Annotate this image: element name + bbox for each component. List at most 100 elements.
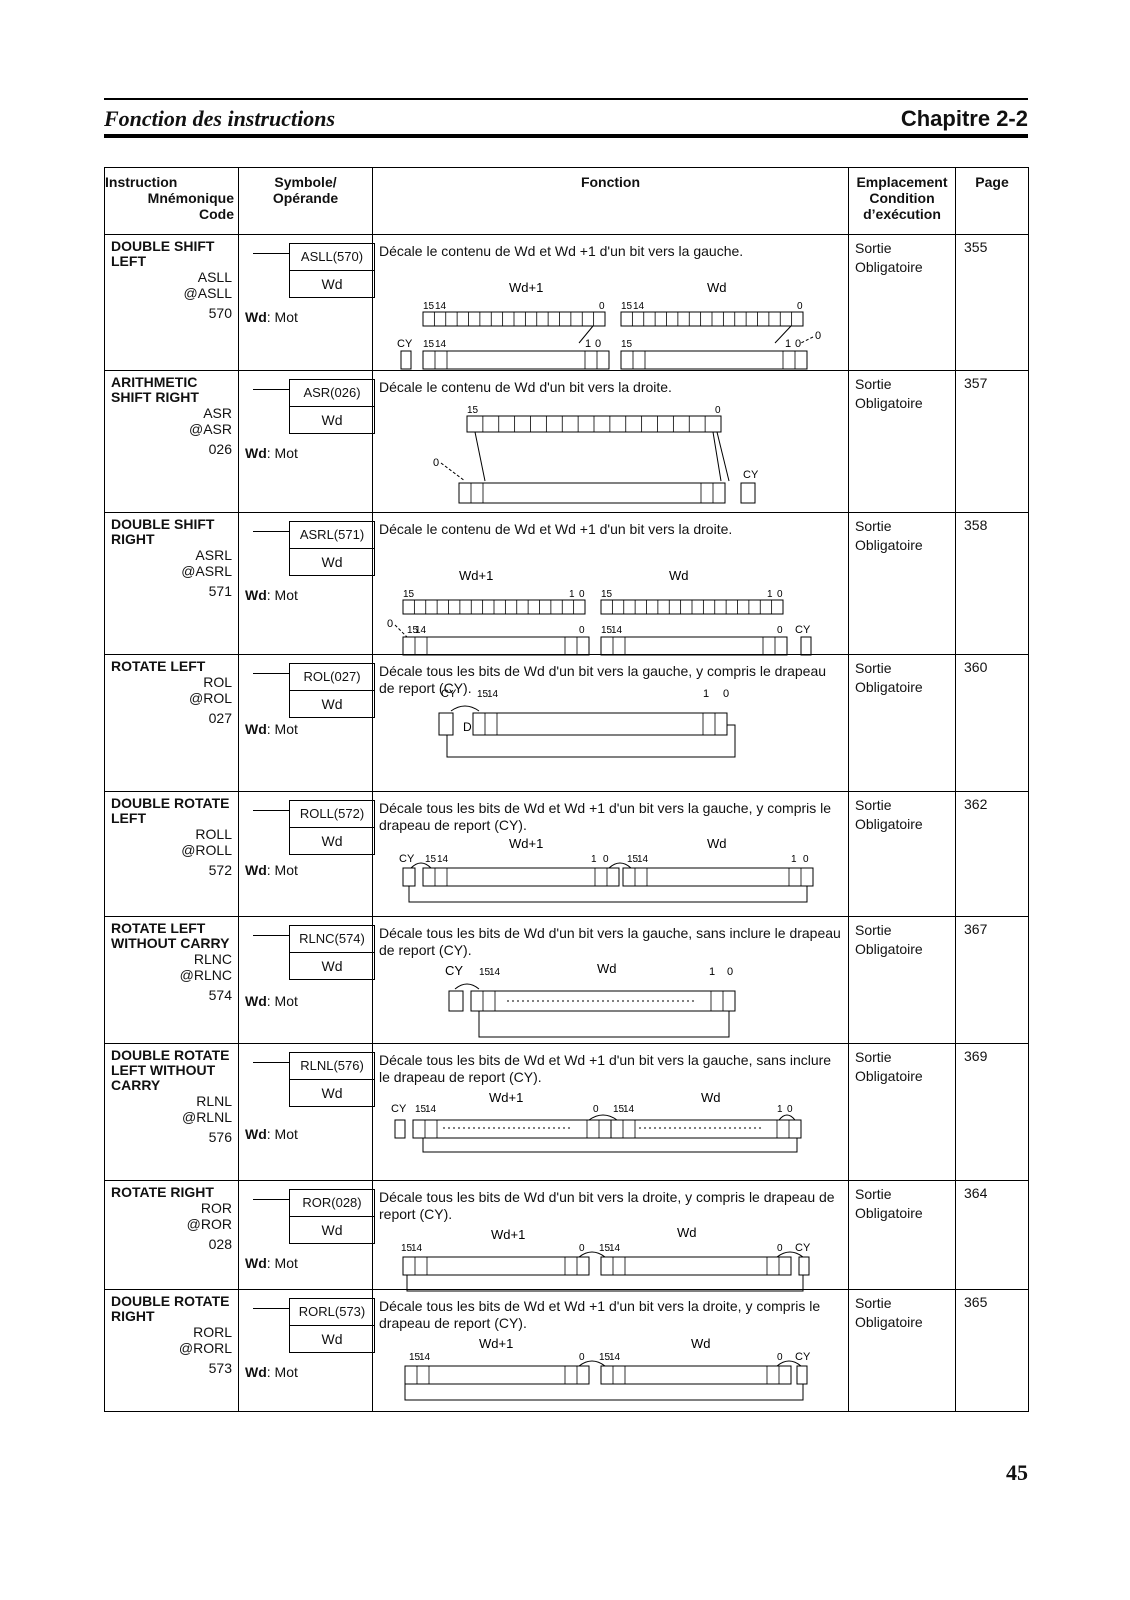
ladder-symbol: ROR(028) Wd bbox=[289, 1189, 375, 1244]
symbol-cell: ROR(028) Wd Wd: Mot bbox=[238, 1180, 375, 1290]
operand-description: Wd: Mot bbox=[245, 1364, 298, 1380]
bit-label: CY bbox=[795, 624, 811, 636]
function-code: 573 bbox=[208, 1360, 232, 1376]
mnemonic: ROLL bbox=[195, 826, 232, 842]
header-page: Page bbox=[955, 167, 1029, 235]
function-code: 576 bbox=[208, 1129, 232, 1145]
bit-label: 15 bbox=[423, 339, 435, 350]
operand-description: Wd: Mot bbox=[245, 445, 298, 461]
symbol-mnemonic: RLNL(576) bbox=[300, 1058, 364, 1073]
ladder-symbol: ASLL(570) Wd bbox=[289, 243, 375, 298]
bit-label: 1 bbox=[569, 589, 575, 600]
bit-label: 1 bbox=[791, 854, 797, 865]
bit-label: 1 bbox=[785, 338, 791, 350]
bit-label: Wd+1 bbox=[489, 1090, 523, 1105]
instruction-name: DOUBLE ROTATE LEFT bbox=[111, 795, 230, 826]
symbol-mnemonic: ASRL(571) bbox=[299, 527, 365, 542]
ladder-rung bbox=[253, 253, 289, 254]
function-cell: Décale tous les bits de Wd et Wd +1 d'un… bbox=[372, 791, 849, 917]
bit-label: CY bbox=[795, 1351, 811, 1363]
register bbox=[402, 636, 590, 656]
symbol-operand: Wd bbox=[290, 1325, 374, 1352]
mnemonic-differentiated: @ASRL bbox=[181, 563, 232, 579]
bit-label: 0 bbox=[777, 625, 783, 636]
function-code: 028 bbox=[208, 1236, 232, 1252]
symbol-mnemonic: RLNC(574) bbox=[299, 931, 365, 946]
instruction-cell: ROTATE LEFT ROL @ROL 027 bbox=[104, 654, 239, 792]
bit-label: 15 bbox=[409, 1352, 421, 1363]
mnemonic: RORL bbox=[193, 1324, 232, 1340]
bit-label: 15 bbox=[425, 854, 437, 865]
shift-arrow bbox=[712, 431, 722, 482]
bit-label: Wd bbox=[707, 280, 727, 295]
shift-arrow bbox=[800, 336, 814, 344]
chapter-title: Chapitre 2-2 bbox=[900, 106, 1028, 131]
register bbox=[622, 867, 814, 887]
symbol-cell: RLNL(576) Wd Wd: Mot bbox=[238, 1043, 375, 1181]
bit-label: CY bbox=[795, 1242, 811, 1254]
symbol-mnemonic: ASLL(570) bbox=[300, 249, 364, 264]
location: Sortie bbox=[855, 518, 892, 534]
bit-label: 1 bbox=[591, 854, 597, 865]
ladder-rung bbox=[253, 389, 289, 390]
register bbox=[404, 1365, 590, 1385]
register bbox=[600, 1256, 792, 1276]
page-cell: 369 bbox=[955, 1043, 1029, 1181]
shift-arrow bbox=[454, 983, 480, 990]
bit-label: 0 bbox=[727, 966, 733, 978]
ladder-symbol: RLNL(576) Wd bbox=[289, 1052, 375, 1107]
ladder-rung bbox=[253, 673, 289, 674]
function-cell: Décale le contenu de Wd et Wd +1 d'un bi… bbox=[372, 512, 849, 656]
register bbox=[610, 1119, 802, 1139]
bit-label: 1 bbox=[709, 966, 715, 978]
mnemonic: ROL bbox=[203, 674, 232, 690]
page-ref: 362 bbox=[964, 796, 988, 812]
bit-label: CY bbox=[399, 853, 415, 865]
shift-arrow bbox=[446, 724, 736, 758]
bit-label: Wd bbox=[701, 1090, 721, 1105]
bit-label: 14 bbox=[425, 1104, 437, 1115]
table-row-rotate-left-without-carry: ROTATE LEFT WITHOUT CARRY RLNC @RLNC 574… bbox=[104, 916, 1029, 1044]
shift-arrow bbox=[422, 1138, 798, 1153]
symbol-mnemonic: ROL(027) bbox=[303, 669, 361, 684]
page-cell: 365 bbox=[955, 1289, 1029, 1412]
ladder-rung bbox=[253, 810, 289, 811]
instruction-name: DOUBLE SHIFT LEFT bbox=[111, 238, 215, 269]
header-function: Fonction bbox=[372, 167, 849, 235]
instruction-cell: DOUBLE SHIFT RIGHT ASRL @ASRL 571 bbox=[104, 512, 239, 655]
bit-label: 0 bbox=[579, 625, 585, 636]
function-description: Décale le contenu de Wd d'un bit vers la… bbox=[379, 379, 672, 395]
bit-label: 14 bbox=[633, 301, 645, 312]
table-row-rotate-right: ROTATE RIGHT ROR @ROR 028 ROR(028) Wd Wd… bbox=[104, 1180, 1029, 1292]
bit-label: 0 bbox=[803, 854, 809, 865]
bit-label: 15 bbox=[613, 1104, 625, 1115]
bit-label: 1 bbox=[767, 589, 773, 600]
carry-flag bbox=[798, 1256, 810, 1276]
location: Sortie bbox=[855, 240, 892, 256]
location: Sortie bbox=[855, 1295, 892, 1311]
function-code: 570 bbox=[208, 305, 232, 321]
bit-label: 0 bbox=[579, 1352, 585, 1363]
header-instruction: Instruction Mnémonique Code bbox=[104, 167, 239, 235]
symbol-cell: ASRL(571) Wd Wd: Mot bbox=[238, 512, 375, 655]
ladder-symbol: ROL(027) Wd bbox=[289, 663, 375, 718]
bit-label: Wd bbox=[677, 1225, 697, 1240]
symbol-cell: ROL(027) Wd Wd: Mot bbox=[238, 654, 375, 792]
function-description: Décale tous les bits de Wd d'un bit vers… bbox=[379, 663, 827, 696]
bit-label: CY bbox=[441, 688, 457, 700]
symbol-operand: Wd bbox=[290, 952, 374, 979]
page-cell: 358 bbox=[955, 512, 1029, 655]
shift-arrow bbox=[394, 624, 408, 638]
mnemonic-differentiated: @ROLL bbox=[181, 842, 232, 858]
carry-flag bbox=[438, 712, 454, 736]
location: Sortie bbox=[855, 660, 892, 676]
bit-label: 14 bbox=[489, 967, 501, 978]
bit-label: 1 bbox=[777, 1104, 783, 1115]
bit-label: 0 bbox=[815, 330, 821, 342]
table-row-double-rotate-left: DOUBLE ROTATE LEFT ROLL @ROLL 572 ROLL(5… bbox=[104, 791, 1029, 917]
instruction-cell: ARITHMETIC SHIFT RIGHT ASR @ASR 026 bbox=[104, 370, 239, 513]
bit-label: 14 bbox=[437, 854, 449, 865]
